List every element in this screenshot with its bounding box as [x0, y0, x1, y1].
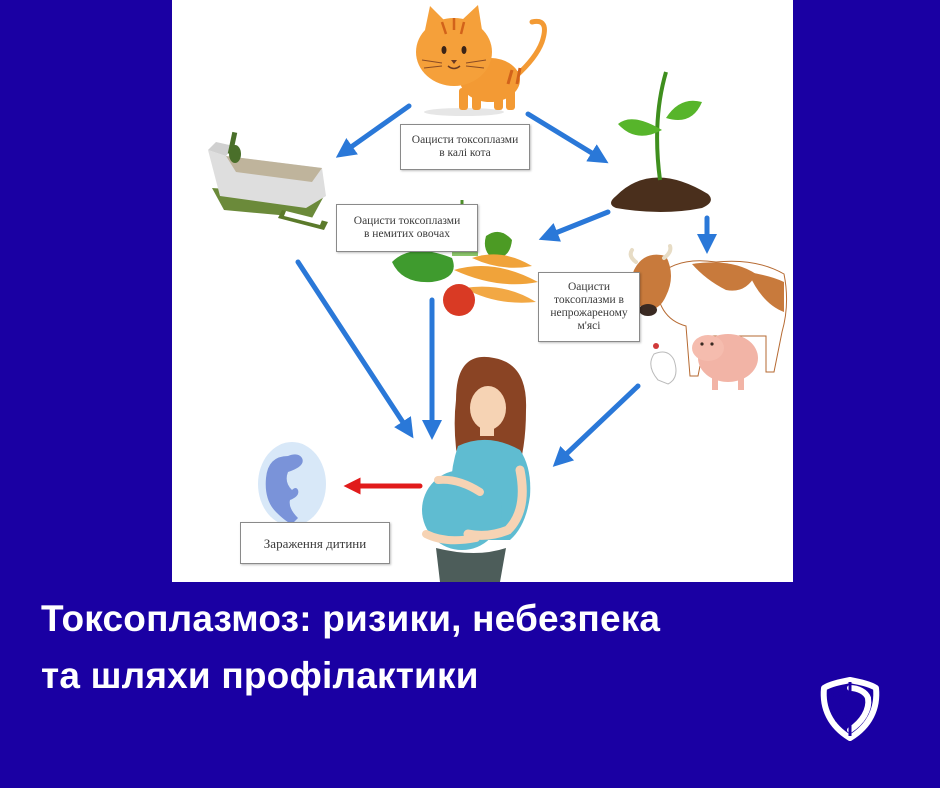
flow-arrows [295, 103, 717, 467]
arrow-litter-to-woman [295, 259, 414, 439]
diagram-artwork [208, 5, 788, 582]
cow-pig-chicken-icon [628, 244, 788, 390]
label-cat-feces: Оацисти токсоплазми в калі кота [400, 124, 530, 170]
cat-icon [416, 5, 547, 116]
title-line-2: та шляхи профілактики [41, 655, 479, 696]
arrow-cat-to-litter [335, 103, 412, 158]
arrow-cat-to-sprout [525, 111, 609, 164]
arrow-sprout-to-vegetables [538, 209, 611, 242]
sprout-icon [611, 71, 711, 212]
litter-box-icon [208, 131, 328, 230]
diagram-panel: Оацисти токсоплазми в калі кота Оацисти … [172, 0, 793, 582]
label-unwashed-vegetables: Оацисти токсоплазми в немитих овочах [336, 204, 478, 252]
pregnant-woman-icon [422, 356, 531, 582]
shield-heart-logo-icon [820, 677, 880, 741]
label-child-infection: Зараження дитини [240, 522, 390, 564]
embryo-icon [258, 442, 326, 526]
arrow-animals-to-woman [552, 383, 641, 467]
page-title: Токсоплазмоз: ризики, небезпека та шляхи… [41, 590, 660, 704]
label-undercooked-meat: Оацисти токсоплазми в непрожареному м'яс… [538, 272, 640, 342]
title-line-1: Токсоплазмоз: ризики, небезпека [41, 598, 661, 639]
